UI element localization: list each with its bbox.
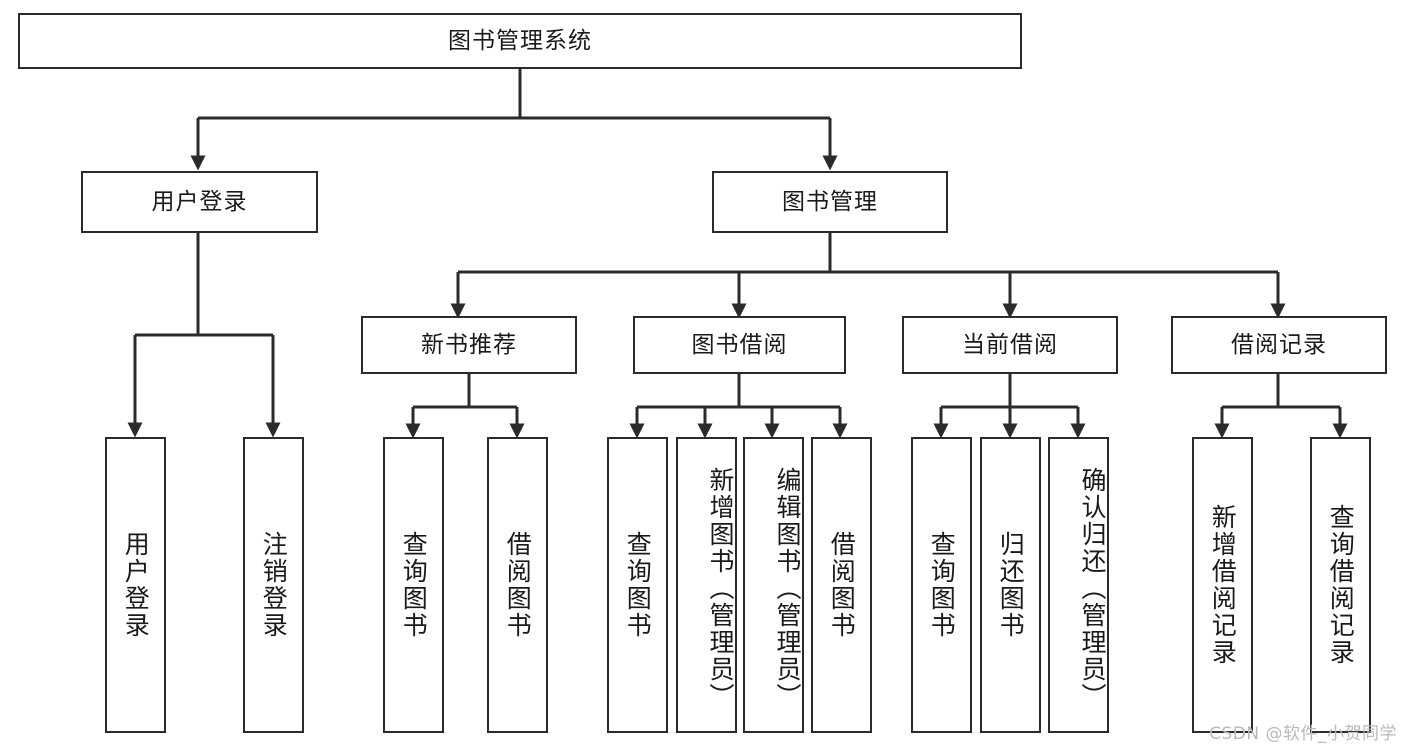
leaf-query-record-label: 查询借阅记录 [1326, 504, 1356, 666]
csdn-watermark: CSDN @软件_小贺同学 [1209, 724, 1397, 744]
leaf-user-login[interactable]: 用户登录 [105, 437, 166, 733]
node-root[interactable]: 图书管理系统 [18, 13, 1022, 69]
leaf-add-book[interactable]: 新增图书（管理员） [676, 437, 737, 733]
leaf-edit-book-label: 编辑图书（管理员） [773, 466, 802, 710]
leaf-query-book-1-label: 查询图书 [399, 531, 429, 639]
node-user-login-label: 用户登录 [151, 188, 248, 215]
leaf-query-book-2-label: 查询图书 [623, 531, 653, 639]
node-current-borrow[interactable]: 当前借阅 [902, 316, 1118, 374]
node-current-borrow-label: 当前借阅 [962, 331, 1058, 358]
leaf-query-book-2[interactable]: 查询图书 [607, 437, 668, 733]
leaf-borrow-book-2[interactable]: 借阅图书 [811, 437, 872, 733]
leaf-confirm-return[interactable]: 确认归还（管理员） [1048, 437, 1109, 733]
leaf-confirm-return-label: 确认归还（管理员） [1078, 466, 1107, 710]
leaf-query-book-3-label: 查询图书 [927, 531, 957, 639]
leaf-return-book[interactable]: 归还图书 [980, 437, 1041, 733]
leaf-edit-book[interactable]: 编辑图书（管理员） [743, 437, 804, 733]
leaf-logout-login-label: 注销登录 [259, 531, 289, 639]
node-book-borrow-label: 图书借阅 [691, 331, 788, 358]
leaf-add-record[interactable]: 新增借阅记录 [1192, 437, 1253, 733]
node-user-login[interactable]: 用户登录 [81, 171, 318, 233]
leaf-borrow-book-2-label: 借阅图书 [827, 531, 857, 639]
node-new-book-rec[interactable]: 新书推荐 [361, 316, 577, 374]
node-book-manage-label: 图书管理 [782, 188, 878, 215]
node-book-manage[interactable]: 图书管理 [712, 171, 948, 233]
leaf-borrow-book-1[interactable]: 借阅图书 [487, 437, 548, 733]
leaf-borrow-book-1-label: 借阅图书 [503, 531, 533, 639]
leaf-query-record[interactable]: 查询借阅记录 [1310, 437, 1371, 733]
node-root-label: 图书管理系统 [448, 27, 592, 54]
leaf-query-book-3[interactable]: 查询图书 [911, 437, 972, 733]
leaf-user-login-label: 用户登录 [121, 531, 151, 639]
leaf-add-record-label: 新增借阅记录 [1208, 504, 1238, 666]
node-new-book-rec-label: 新书推荐 [421, 331, 517, 358]
leaf-return-book-label: 归还图书 [996, 531, 1026, 639]
node-book-borrow[interactable]: 图书借阅 [633, 316, 846, 374]
leaf-logout-login[interactable]: 注销登录 [243, 437, 304, 733]
node-borrow-record[interactable]: 借阅记录 [1171, 316, 1387, 374]
node-borrow-record-label: 借阅记录 [1231, 331, 1327, 358]
leaf-add-book-label: 新增图书（管理员） [706, 466, 735, 710]
leaf-query-book-1[interactable]: 查询图书 [383, 437, 444, 733]
